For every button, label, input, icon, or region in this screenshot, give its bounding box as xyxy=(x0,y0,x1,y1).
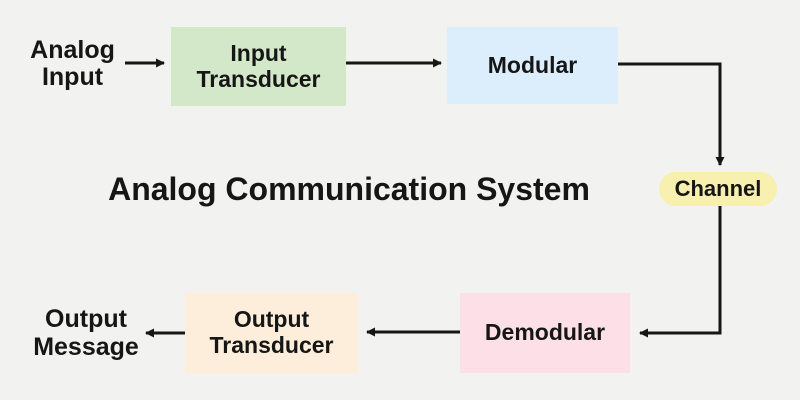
node-modular: Modular xyxy=(447,27,618,104)
arrow-modular-to-channel xyxy=(618,62,725,166)
node-demodular: Demodular xyxy=(460,293,630,373)
node-output-transducer: Output Transducer xyxy=(185,293,358,373)
node-input-transducer: Input Transducer xyxy=(171,27,346,106)
node-output-message: Output Message xyxy=(33,304,139,362)
node-channel: Channel xyxy=(659,172,777,206)
node-analog-input: Analog Input xyxy=(30,36,115,91)
arrow-channel-to-demodular xyxy=(639,206,722,338)
diagram-title: Analog Communication System xyxy=(108,171,590,207)
